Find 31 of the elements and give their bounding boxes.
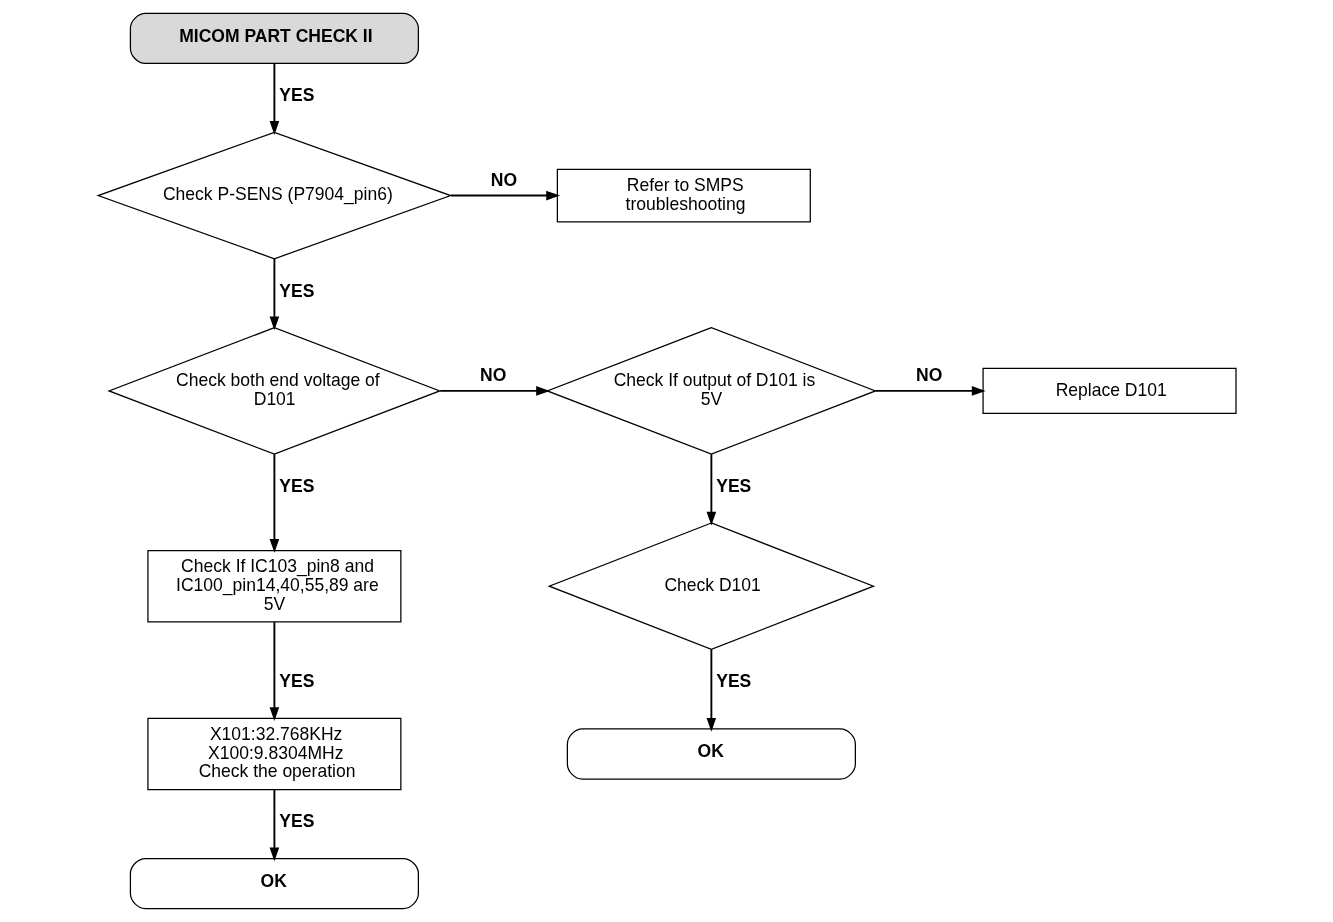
edge-label: YES xyxy=(278,85,314,106)
node-diamond: Check If output of D101 is 5V xyxy=(545,327,877,455)
arrow xyxy=(269,453,279,553)
edge-label: YES xyxy=(715,475,751,496)
edge-label: YES xyxy=(278,280,314,301)
edge-label: NO xyxy=(915,365,942,386)
arrow xyxy=(269,621,279,721)
edge-label: NO xyxy=(490,169,517,190)
arrow xyxy=(706,453,716,526)
node-box: OK xyxy=(566,728,856,780)
arrow xyxy=(449,190,560,201)
node-box: Replace D101 xyxy=(981,367,1237,415)
node-box: X101:32.768KHz X100:9.8304MHz Check the operation xyxy=(146,717,401,791)
arrow xyxy=(269,257,279,331)
edge-label: YES xyxy=(715,671,751,692)
arrow xyxy=(874,386,986,396)
node-diamond: Check P-SENS (P7904_pin6) xyxy=(95,131,452,260)
node-box: Check If IC103_pin8 and IC100_pin14,40,55,89 are 5V xyxy=(146,549,401,623)
edge-label: YES xyxy=(278,671,314,692)
node-box: OK xyxy=(129,857,419,910)
arrow xyxy=(706,648,716,732)
edge-label: YES xyxy=(278,475,314,496)
edge-label: YES xyxy=(278,811,314,832)
node-diamond: Check both end voltage of D101 xyxy=(106,327,441,455)
node-box: MICOM PART CHECK II xyxy=(129,12,419,65)
arrow xyxy=(269,62,279,135)
node-diamond: Check D101 xyxy=(547,522,875,651)
edge-label: NO xyxy=(479,365,506,386)
arrow xyxy=(269,789,279,862)
node-box: Refer to SMPS troubleshooting xyxy=(556,168,811,223)
arrow xyxy=(438,386,550,396)
